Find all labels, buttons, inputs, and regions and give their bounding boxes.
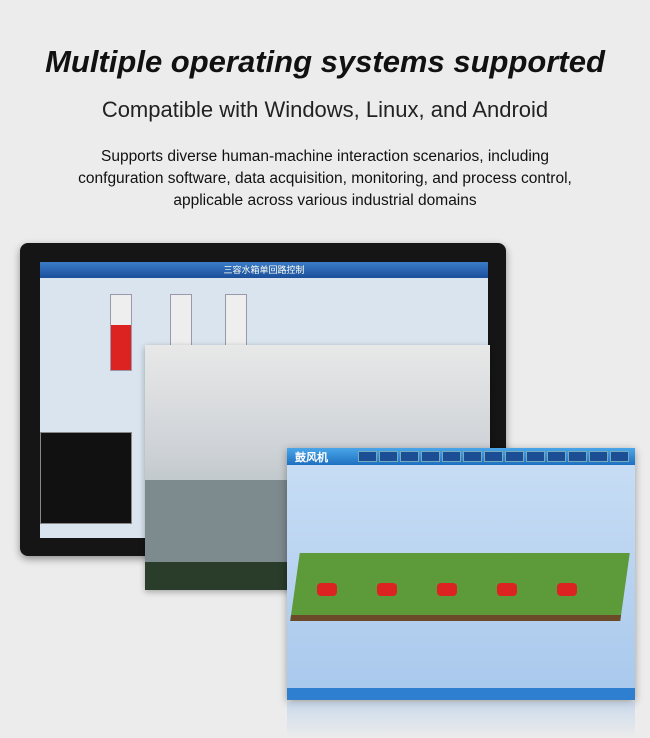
nav-button[interactable] — [379, 451, 398, 462]
screen-reflection — [287, 702, 635, 738]
nav-button[interactable] — [463, 451, 482, 462]
page-title: Multiple operating systems supported — [45, 44, 605, 79]
nav-button[interactable] — [568, 451, 587, 462]
nav-button[interactable] — [442, 451, 461, 462]
tank-screen-title: 三容水箱单回路控制 — [40, 262, 488, 278]
motor-graphic — [437, 583, 457, 596]
motor-graphic — [377, 583, 397, 596]
nav-button[interactable] — [484, 451, 503, 462]
nav-button[interactable] — [421, 451, 440, 462]
blower-footer — [287, 688, 635, 700]
nav-button[interactable] — [526, 451, 545, 462]
nav-button[interactable] — [400, 451, 419, 462]
blower-header: 鼓风机 — [287, 448, 635, 465]
blower-control-screen: 鼓风机 — [287, 448, 635, 700]
motor-graphic — [557, 583, 577, 596]
page-description: Supports diverse human-machine interacti… — [78, 148, 572, 209]
plant-ground — [290, 553, 630, 621]
page-subtitle: Compatible with Windows, Linux, and Andr… — [101, 97, 549, 122]
nav-button[interactable] — [547, 451, 566, 462]
nav-button[interactable] — [610, 451, 629, 462]
trend-chart — [40, 432, 132, 524]
motor-graphic — [497, 583, 517, 596]
nav-button[interactable] — [505, 451, 524, 462]
tank-graphic — [110, 294, 132, 371]
blower-screen-title: 鼓风机 — [295, 451, 328, 464]
nav-button[interactable] — [589, 451, 608, 462]
motor-graphic — [317, 583, 337, 596]
nav-button[interactable] — [358, 451, 377, 462]
